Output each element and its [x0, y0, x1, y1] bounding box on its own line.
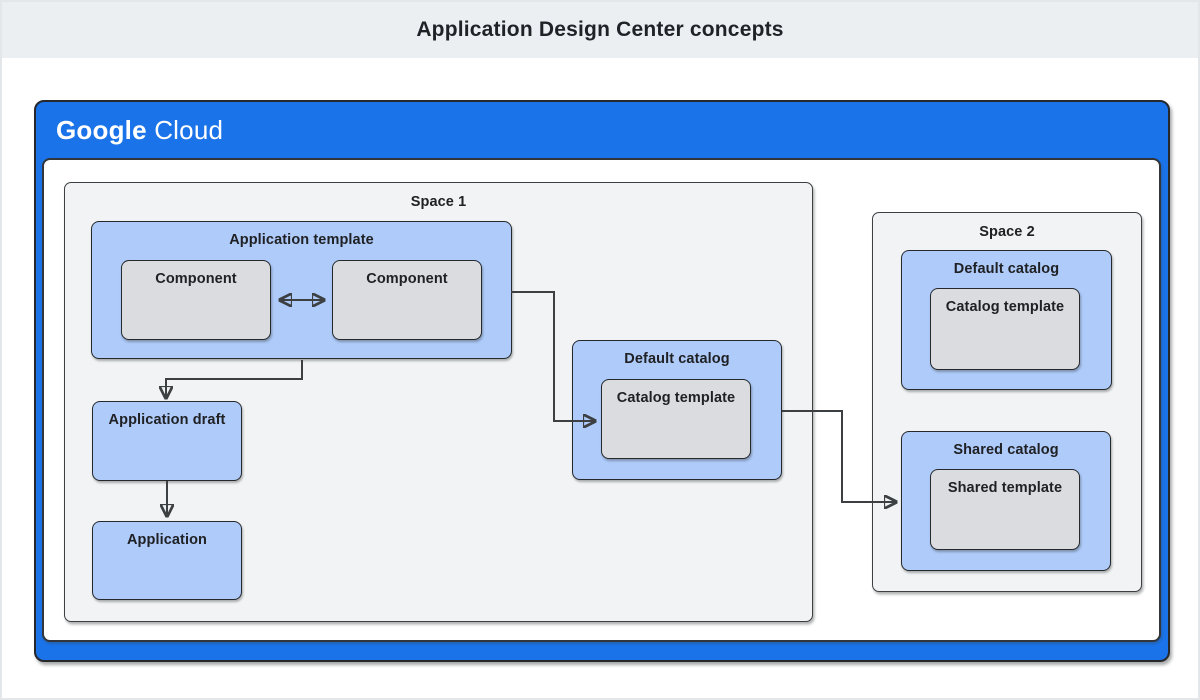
space2-catalog-template-box: Catalog template [930, 288, 1080, 370]
space1-catalog-template-box: Catalog template [601, 379, 751, 459]
space-1: Space 1 Application template Component C… [64, 182, 813, 622]
component-right-label: Component [366, 271, 448, 287]
space2-default-catalog-label: Default catalog [953, 261, 1060, 277]
application-template-box: Application template Component Component [91, 221, 512, 359]
shared-template-label: Shared template [947, 480, 1063, 496]
google-logo-word: Google [56, 115, 147, 145]
application-label: Application [126, 532, 208, 548]
shared-catalog-box: Shared catalog Shared template [901, 431, 1111, 571]
space1-default-catalog-box: Default catalog Catalog template [572, 340, 782, 480]
cloud-logo-word: Cloud [154, 115, 224, 145]
shared-catalog-label: Shared catalog [953, 442, 1059, 458]
space-2: Space 2 Default catalog Catalog template… [872, 212, 1142, 592]
page-title: Application Design Center concepts [416, 18, 784, 41]
application-draft-box: Application draft [92, 401, 242, 481]
component-left-box: Component [121, 260, 271, 340]
space1-catalog-template-label: Catalog template [616, 390, 736, 406]
google-cloud-container: Google Cloud Space 1 Application templat… [34, 100, 1170, 662]
title-band: Application Design Center concepts [2, 2, 1198, 58]
space2-catalog-template-label: Catalog template [945, 299, 1065, 315]
application-draft-label: Application draft [108, 412, 226, 428]
component-right-box: Component [332, 260, 482, 340]
google-cloud-logo: Google Cloud [56, 113, 223, 147]
space-2-label: Space 2 [979, 224, 1035, 240]
application-template-label: Application template [229, 232, 374, 248]
space1-default-catalog-label: Default catalog [624, 351, 730, 367]
space2-default-catalog-box: Default catalog Catalog template [901, 250, 1112, 390]
application-box: Application [92, 521, 242, 600]
space-1-label: Space 1 [410, 194, 467, 210]
project-boundary: Space 1 Application template Component C… [42, 158, 1161, 642]
component-left-label: Component [155, 271, 237, 287]
shared-template-box: Shared template [930, 469, 1080, 550]
